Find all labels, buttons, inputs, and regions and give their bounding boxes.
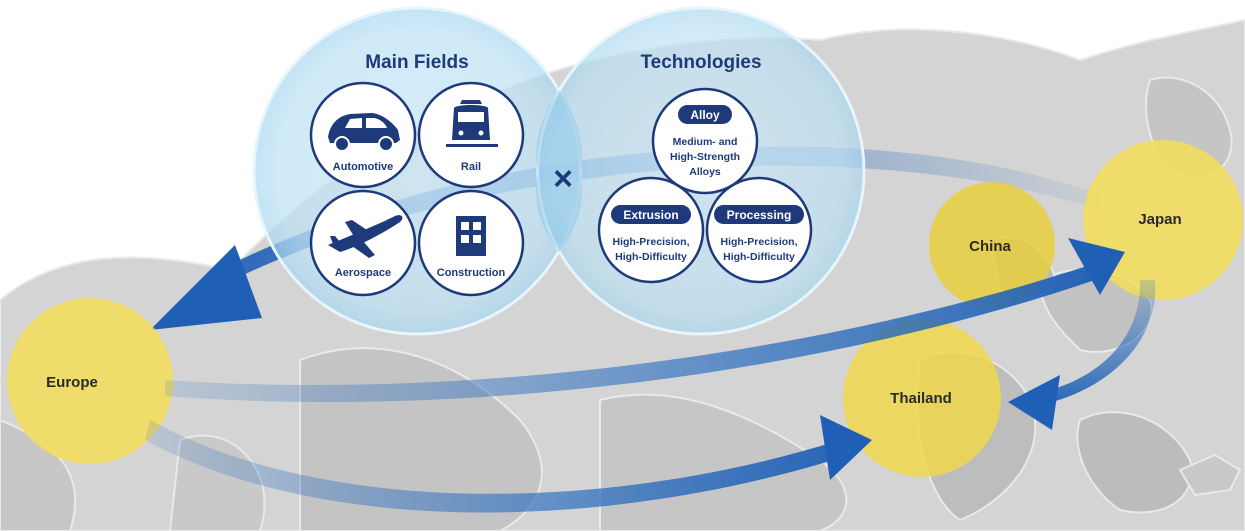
- field-label-rail: Rail: [461, 161, 481, 173]
- region-label-thailand: Thailand: [890, 390, 952, 407]
- field-aerospace: Aerospace: [309, 189, 417, 297]
- tech-tag-extrusion: Extrusion: [623, 208, 678, 222]
- arrow-europe-to-thailand: [145, 420, 846, 513]
- technologies-title: Technologies: [640, 52, 761, 73]
- arrowhead-thailand: [820, 415, 872, 480]
- field-label-construction: Construction: [437, 267, 506, 279]
- region-label-china: China: [969, 238, 1011, 255]
- region-thailand: [843, 319, 1001, 477]
- field-automotive: Automotive: [309, 81, 417, 189]
- train-icon: [446, 100, 498, 147]
- tech-alloy: Alloy Medium- and High-Strength Alloys: [651, 87, 759, 195]
- region-label-japan: Japan: [1138, 211, 1181, 228]
- tech-tag-extrusion-bg: [611, 205, 691, 224]
- tech-processing-line1: High-Precision,: [720, 236, 797, 248]
- tech-tag-processing-bg: [714, 205, 804, 224]
- field-label-automotive: Automotive: [333, 161, 394, 173]
- tech-extrusion-line2: High-Difficulty: [615, 251, 687, 263]
- tech-extrusion-line1: High-Precision,: [612, 236, 689, 248]
- venn-overlap: [536, 90, 582, 252]
- arrowhead-thailand-right: [1008, 375, 1060, 430]
- tech-extrusion: Extrusion High-Precision, High-Difficult…: [597, 176, 705, 284]
- arrowhead-japan: [1068, 238, 1125, 295]
- field-construction: Construction: [417, 189, 525, 297]
- tech-tag-alloy-bg: [678, 105, 732, 124]
- tech-alloy-line2: High-Strength: [670, 151, 740, 163]
- tech-processing-line2: High-Difficulty: [723, 251, 795, 263]
- airplane-icon: [328, 215, 403, 258]
- field-label-aerospace: Aerospace: [335, 267, 391, 279]
- multiply-operator: ×: [553, 160, 573, 198]
- tech-tag-processing: Processing: [727, 208, 792, 222]
- building-icon: [456, 216, 486, 256]
- region-japan: [1083, 140, 1243, 300]
- tech-processing: Processing High-Precision, High-Difficul…: [705, 176, 813, 284]
- arrowhead-europe: [150, 245, 262, 330]
- tech-alloy-line3: Alloys: [689, 166, 721, 178]
- field-rail: Rail: [417, 81, 525, 189]
- main-fields-title: Main Fields: [365, 52, 468, 73]
- region-label-europe: Europe: [46, 374, 98, 391]
- arrow-europe-to-japan: [165, 265, 1095, 403]
- region-europe: [7, 298, 173, 464]
- region-china: [929, 182, 1055, 308]
- flow-arrows-front: [145, 238, 1156, 513]
- car-icon: [328, 113, 400, 152]
- tech-tag-alloy: Alloy: [690, 108, 720, 122]
- tech-alloy-line1: Medium- and: [673, 136, 738, 148]
